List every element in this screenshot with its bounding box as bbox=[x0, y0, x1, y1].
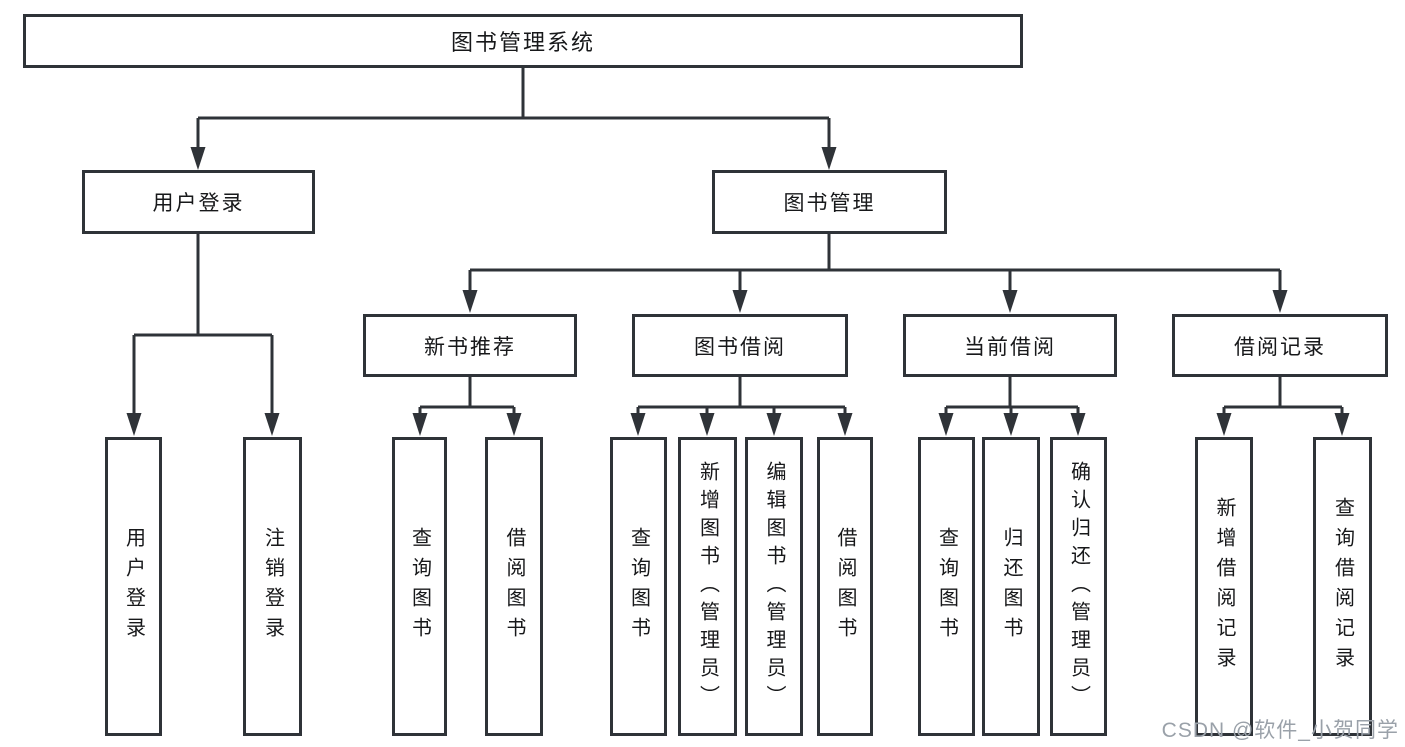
leaf-user-login: 用户登录 bbox=[105, 437, 162, 736]
node-current-borrow: 当前借阅 bbox=[903, 314, 1117, 377]
leaf-return-books-label: 归还图书 bbox=[1000, 526, 1022, 647]
leaf-add-books-admin: 新增图书（管理员） bbox=[678, 437, 737, 736]
leaf-return-books: 归还图书 bbox=[982, 437, 1040, 736]
node-root-label: 图书管理系统 bbox=[450, 30, 595, 55]
node-book-management: 图书管理 bbox=[712, 170, 947, 234]
leaf-query-borrow-record-label: 查询借阅记录 bbox=[1331, 496, 1354, 677]
leaf-current-query-books: 查询图书 bbox=[918, 437, 975, 736]
leaf-borrow-books-label: 借阅图书 bbox=[834, 526, 856, 647]
leaf-edit-books-admin: 编辑图书（管理员） bbox=[745, 437, 803, 736]
leaf-query-borrow-record: 查询借阅记录 bbox=[1313, 437, 1372, 736]
leaf-recommend-borrow-books: 借阅图书 bbox=[485, 437, 543, 736]
leaf-recommend-query-books: 查询图书 bbox=[392, 437, 447, 736]
leaf-add-borrow-record-label: 新增借阅记录 bbox=[1213, 496, 1235, 677]
leaf-recommend-query-books-label: 查询图书 bbox=[408, 526, 431, 647]
leaf-borrow-query-books: 查询图书 bbox=[610, 437, 667, 736]
leaf-confirm-return-admin-label: 确认归还（管理员） bbox=[1067, 460, 1090, 713]
node-new-book-recommend: 新书推荐 bbox=[363, 314, 577, 377]
leaf-recommend-borrow-books-label: 借阅图书 bbox=[503, 526, 525, 647]
leaf-edit-books-admin-label: 编辑图书（管理员） bbox=[763, 460, 785, 713]
leaf-borrow-books: 借阅图书 bbox=[817, 437, 873, 736]
leaf-logout-label: 注销登录 bbox=[261, 526, 284, 647]
node-borrow-records-label: 借阅记录 bbox=[1234, 335, 1326, 359]
leaf-user-login-label: 用户登录 bbox=[122, 526, 145, 647]
node-new-book-recommend-label: 新书推荐 bbox=[424, 335, 516, 359]
leaf-add-borrow-record: 新增借阅记录 bbox=[1195, 437, 1253, 736]
watermark: CSDN @软件_小贺同学 bbox=[1161, 719, 1399, 742]
leaf-current-query-books-label: 查询图书 bbox=[935, 526, 958, 647]
node-root: 图书管理系统 bbox=[23, 14, 1023, 68]
node-user-login-label: 用户登录 bbox=[152, 192, 245, 215]
node-borrow-records: 借阅记录 bbox=[1172, 314, 1388, 377]
leaf-borrow-query-books-label: 查询图书 bbox=[627, 526, 650, 647]
leaf-logout: 注销登录 bbox=[243, 437, 302, 736]
node-current-borrow-label: 当前借阅 bbox=[964, 335, 1056, 359]
leaf-confirm-return-admin: 确认归还（管理员） bbox=[1050, 437, 1107, 736]
node-user-login: 用户登录 bbox=[82, 170, 315, 234]
node-book-borrow: 图书借阅 bbox=[632, 314, 848, 377]
leaf-add-books-admin-label: 新增图书（管理员） bbox=[696, 460, 719, 713]
node-book-borrow-label: 图书借阅 bbox=[694, 335, 786, 359]
node-book-management-label: 图书管理 bbox=[783, 192, 876, 215]
